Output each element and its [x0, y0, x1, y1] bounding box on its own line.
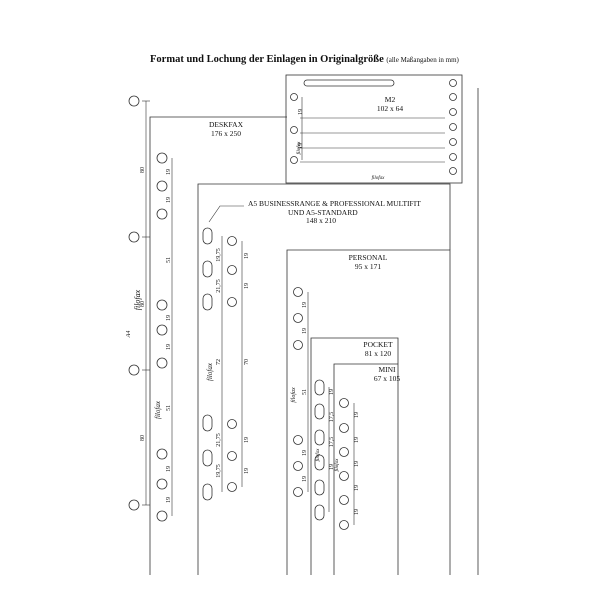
a5-holes [227, 236, 237, 492]
personal-spacing-label: 19 [302, 328, 308, 334]
label-mini: MINI 67 x 105 [373, 365, 401, 383]
label-personal: PERSONAL 95 x 171 [348, 253, 388, 271]
deskfax-spacing-label: 19 [166, 466, 172, 472]
m2-holes [290, 79, 457, 175]
brand-marks: filofaxA4filofaxfilofaxfilofaxfilofaxfil… [125, 141, 385, 472]
a5-outline [197, 183, 451, 575]
mini-spacing-label: 19 [354, 485, 360, 491]
pocket-spacing-label: 19 [329, 389, 335, 395]
a4-hole [128, 231, 140, 243]
mini-spacing-label: 19 [354, 461, 360, 467]
brand-logo-m2-bottom: filofax [372, 176, 386, 181]
a4-spacing-label: 80 [140, 167, 146, 173]
label-deskfax: DESKFAX 176 x 250 [208, 120, 244, 138]
deskfax-spacing-label: 19 [166, 344, 172, 350]
a5-spacing-label: 19 [244, 468, 250, 474]
pocket-spacing-label: 17,5 [329, 437, 335, 448]
personal-spacing-label: 19 [302, 450, 308, 456]
a5-slots [202, 227, 213, 501]
mini-spacing-label: 19 [354, 437, 360, 443]
a4-hole [128, 499, 140, 511]
personal-holes [293, 287, 303, 497]
deskfax-spacing-label: 19 [166, 315, 172, 321]
deskfax-spacing-label: 19 [166, 169, 172, 175]
a5-spacing-label: 19 [244, 283, 250, 289]
personal-spacing-label: 51 [302, 389, 308, 395]
a5-spacing-label: 21,75 [216, 433, 222, 447]
pocket-slots [314, 379, 325, 521]
brand-logo-mini: filofax [335, 458, 340, 472]
m2-spacing-label: 19 [298, 143, 304, 149]
brand-logo-a5: filofax [206, 362, 214, 381]
deskfax-spacing-label: 51 [166, 257, 172, 263]
m2-rules [300, 97, 445, 163]
brand-logo-a4: filofax [133, 289, 142, 310]
a4-label: A4 [125, 331, 132, 339]
label-pocket: POCKET 81 x 120 [363, 340, 393, 358]
a5-spacing-label: 19 [244, 253, 250, 259]
pocket-spacing-label: 19 [329, 464, 335, 470]
a4-spacing-label: 80 [140, 435, 146, 441]
personal-spacing-label: 19 [302, 302, 308, 308]
mini-outline [333, 363, 398, 575]
deskfax-holes [156, 152, 168, 522]
deskfax-spacing-label: 19 [166, 197, 172, 203]
title-note: (alle Maßangaben in mm) [386, 56, 459, 64]
a5-spacing-label: 19 [244, 437, 250, 443]
a5-spacing-label: 21,75 [216, 279, 222, 293]
pocket-spacing-label: 17,5 [329, 412, 335, 423]
a5-spacing-label: 19,75 [216, 464, 222, 478]
a5-spacing-label: 72 [216, 359, 222, 365]
mini-holes [339, 398, 349, 530]
brand-logo-deskfax: filofax [154, 400, 162, 419]
deskfax-spacing-label: 51 [166, 405, 172, 411]
brand-logo-m2: filofax [297, 141, 302, 155]
title-main: Format und Lochung der Einlagen in Origi… [150, 54, 384, 65]
mini-spacing-label: 19 [354, 412, 360, 418]
dimension-labels: 80 80 80 19 19 51 19 19 51 19 19 19,75 21,75 72 21,75 1… [140, 109, 360, 515]
pocket-outline [310, 337, 399, 575]
brand-logo-personal: filofax [290, 387, 297, 403]
label-m2: M2 102 x 64 [376, 95, 404, 113]
brand-logo-pocket: filofax [316, 448, 321, 462]
label-a5: A5 BUSINESSRANGE & PROFESSIONAL MULTIFIT… [248, 199, 421, 226]
personal-outline [286, 249, 451, 575]
a4-spacing-label: 80 [140, 301, 146, 307]
deskfax-spacing-label: 19 [166, 497, 172, 503]
deskfax-outline [149, 116, 287, 575]
m2-spacing-label: 19 [298, 109, 304, 115]
a4-hole [128, 364, 140, 376]
diagram-title: Format und Lochung der Einlagen in Origi… [150, 54, 470, 65]
a4-hole [128, 95, 140, 107]
personal-spacing-label: 19 [302, 476, 308, 482]
a5-spacing-label: 70 [244, 359, 250, 365]
a5-spacing-label: 19,75 [216, 248, 222, 262]
m2-outline [285, 74, 463, 184]
mini-spacing-label: 19 [354, 509, 360, 515]
